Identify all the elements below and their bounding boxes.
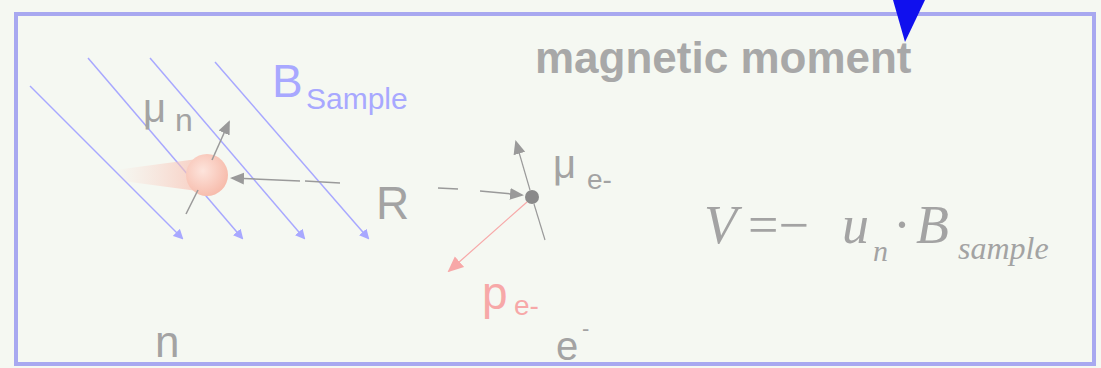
charge-superscript: -	[582, 318, 589, 340]
formula-subscript: sample	[958, 232, 1049, 264]
title: magnetic moment	[535, 36, 912, 80]
momentum-subscript: e-	[514, 292, 539, 320]
momentum-symbol: p	[482, 270, 508, 316]
formula-part: =−	[748, 198, 809, 252]
moment-symbol: μ	[143, 88, 166, 128]
particle-label: n	[155, 320, 179, 364]
distance-label: R	[376, 180, 409, 226]
formula-part: V	[704, 198, 737, 252]
moment-symbol: μ	[553, 144, 576, 184]
r-dash	[305, 181, 340, 183]
formula-subscript: n	[873, 236, 888, 266]
field-symbol: B	[272, 58, 303, 104]
electron	[525, 190, 539, 204]
electron-moment-tail	[534, 204, 545, 240]
r-arrow-left	[232, 178, 300, 181]
field-subscript: Sample	[306, 84, 408, 114]
formula-part: u	[842, 198, 869, 252]
neutron-moment	[212, 122, 229, 160]
particle-label: e	[556, 326, 578, 366]
moment-subscript: e-	[587, 166, 612, 194]
formula-part: B	[916, 198, 949, 252]
neutron	[186, 154, 228, 196]
r-arrow-right	[480, 191, 522, 195]
electron-momentum	[449, 202, 527, 271]
neutron-moment-tail	[186, 190, 198, 214]
formula-part: ·	[893, 198, 911, 252]
moment-subscript: n	[175, 104, 193, 136]
frame	[16, 14, 1094, 364]
r-dash	[438, 188, 458, 189]
electron-moment	[516, 142, 530, 190]
